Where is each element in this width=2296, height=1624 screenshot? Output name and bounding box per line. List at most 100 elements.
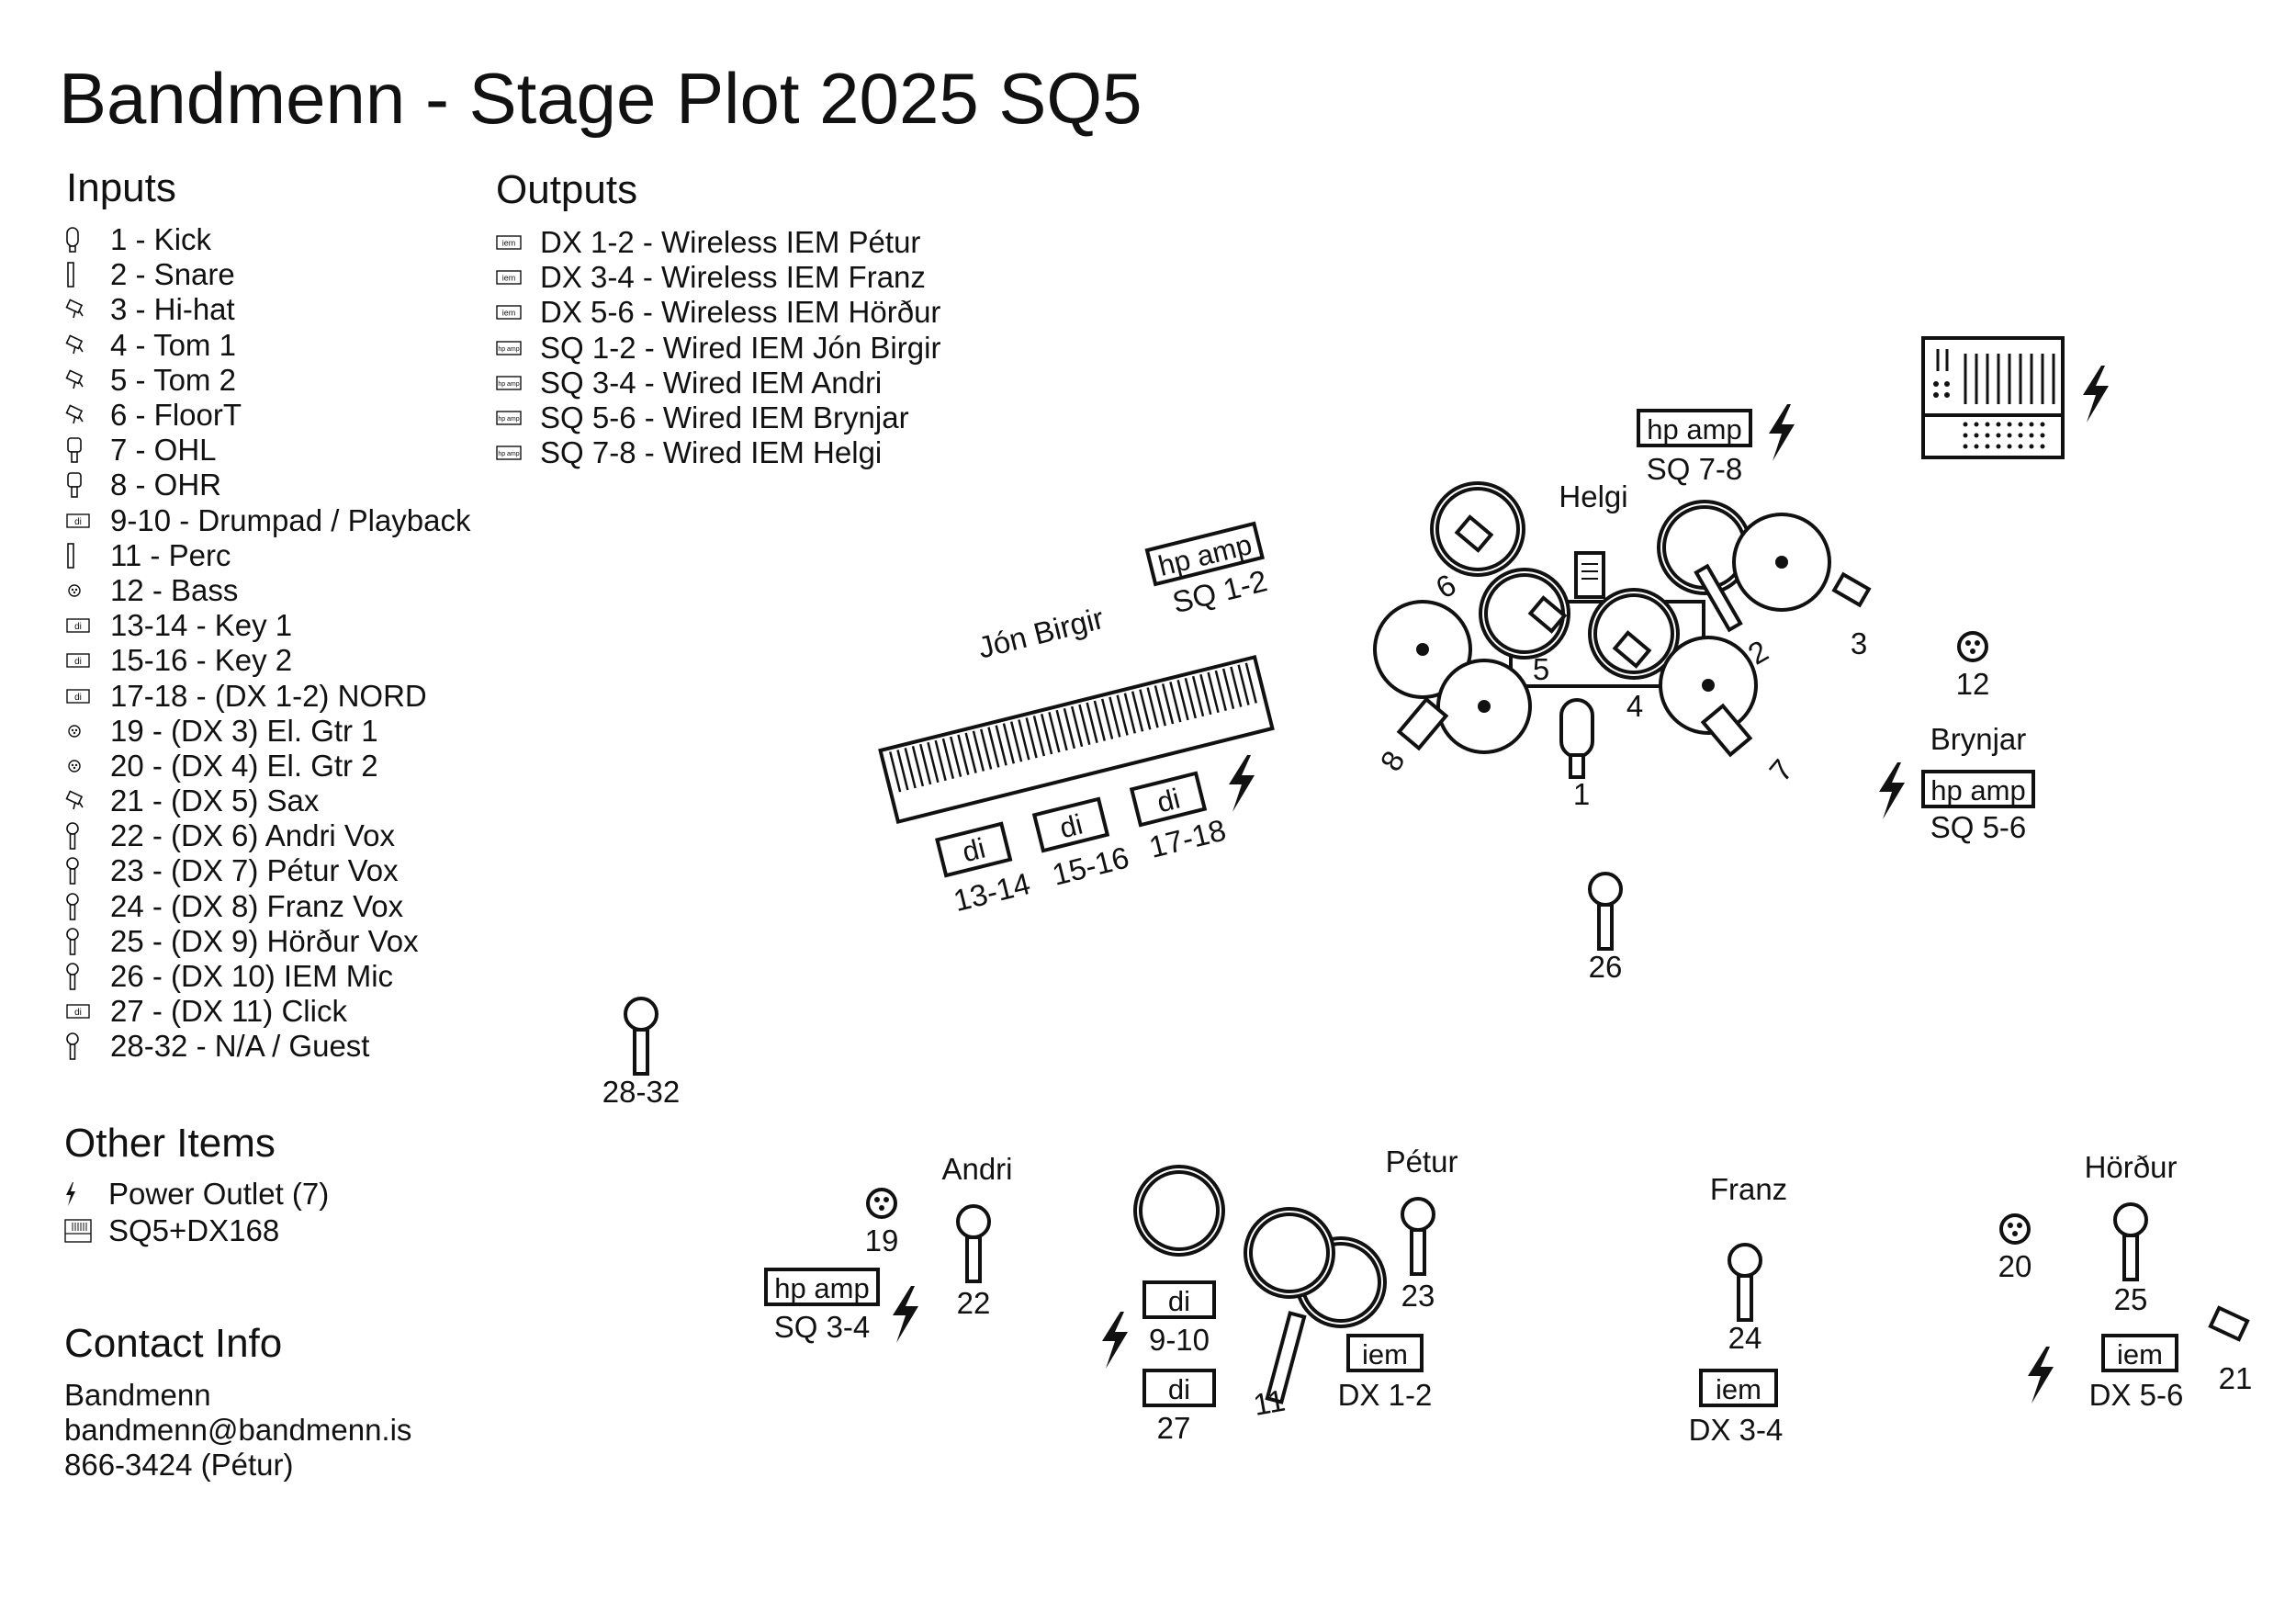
- outputs-heading: Outputs: [496, 167, 638, 212]
- input-item-label: 23 - (DX 7) Pétur Vox: [110, 853, 399, 888]
- input-item: 28-32 - N/A / Guest: [66, 1029, 471, 1064]
- svg-text:di: di: [74, 622, 82, 632]
- vocal-mic-icon: [2113, 1202, 2148, 1281]
- label-dx56: DX 5-6: [2089, 1378, 2184, 1412]
- svg-text:hp amp: hp amp: [498, 346, 519, 353]
- label-ch6: 6: [1430, 567, 1461, 604]
- di-box-icon: di: [66, 998, 110, 1025]
- hp-amp-sq34-text: hp amp: [774, 1272, 869, 1304]
- xlr-icon: [1957, 631, 1988, 662]
- input-item: 23 - (DX 7) Pétur Vox: [66, 853, 471, 888]
- vocal-mic-icon: [624, 997, 658, 1076]
- svg-text:hp amp: hp amp: [498, 381, 519, 388]
- di-box-icon: [1142, 1369, 1216, 1407]
- label-dx34: DX 3-4: [1689, 1413, 1784, 1447]
- iem-icon: iem: [496, 229, 540, 256]
- output-item: iem DX 5-6 - Wireless IEM Hörður: [496, 295, 940, 330]
- input-item-label: 5 - Tom 2: [110, 362, 236, 397]
- label-dx12: DX 1-2: [1338, 1378, 1433, 1412]
- di-box-icon: [1142, 1280, 1216, 1319]
- musician-helgi: Helgi: [1559, 479, 1627, 513]
- clip-mic-icon: [65, 332, 110, 359]
- pencil-mic-icon: [66, 261, 110, 288]
- xlr-icon: [66, 752, 110, 780]
- iem-dx12-text: iem: [1362, 1338, 1408, 1370]
- iem-dx56-text: iem: [2117, 1338, 2163, 1370]
- percussion-icon: [1244, 1207, 1387, 1404]
- condenser-mic-icon: [66, 471, 110, 499]
- input-item-label: 6 - FloorT: [110, 398, 242, 433]
- input-item-label: 22 - (DX 6) Andri Vox: [110, 818, 395, 853]
- input-item-label: 19 - (DX 3) El. Gtr 1: [110, 713, 378, 748]
- di-910-text: di: [1168, 1285, 1190, 1317]
- label-ch11: 11: [1251, 1382, 1288, 1421]
- other-item: SQ5+DX168: [64, 1212, 329, 1249]
- input-item: 6 - FloorT: [65, 398, 471, 433]
- hp-amp-icon: hp amp: [496, 404, 540, 432]
- svg-text:di: di: [74, 657, 82, 667]
- musician-jon-birgir: Jón Birgir: [974, 601, 1107, 665]
- di-box-icon: [1031, 796, 1110, 853]
- vocal-mic-icon: [66, 963, 110, 990]
- hp-amp-icon: hp amp: [496, 334, 540, 362]
- input-item: 20 - (DX 4) El. Gtr 2: [66, 749, 471, 784]
- power-icon: [891, 1284, 920, 1345]
- svg-text:hp amp: hp amp: [498, 451, 519, 457]
- label-ch23: 23: [1401, 1279, 1435, 1313]
- musician-brynjar: Brynjar: [1930, 722, 2027, 756]
- input-item: di 15-16 - Key 2: [66, 643, 471, 678]
- output-item-label: DX 5-6 - Wireless IEM Hörður: [540, 295, 941, 330]
- svg-text:iem: iem: [502, 309, 516, 318]
- input-item: 21 - (DX 5) Sax: [65, 784, 471, 818]
- vocal-mic-icon: [66, 892, 110, 920]
- xlr-icon: [66, 577, 110, 604]
- input-item: 2 - Snare: [66, 257, 471, 292]
- condenser-mic-icon: [66, 436, 110, 464]
- hp-amp-sq34-box: [764, 1268, 880, 1306]
- input-item: 11 - Perc: [66, 538, 471, 573]
- label-ch24: 24: [1728, 1321, 1762, 1355]
- power-icon: [2081, 364, 2110, 424]
- input-item-label: 26 - (DX 10) IEM Mic: [110, 959, 394, 994]
- input-item: 5 - Tom 2: [65, 362, 471, 398]
- output-item-label: SQ 5-6 - Wired IEM Brynjar: [540, 400, 909, 435]
- input-item-label: 15-16 - Key 2: [110, 643, 293, 678]
- kick-mic-icon: [66, 226, 110, 254]
- input-item-label: 21 - (DX 5) Sax: [110, 784, 320, 818]
- di-27-text: di: [1168, 1373, 1190, 1405]
- clip-mic-icon: [65, 296, 110, 323]
- input-item-label: 28-32 - N/A / Guest: [110, 1029, 370, 1064]
- xlr-icon: [866, 1188, 897, 1219]
- iem-box-icon: [2101, 1334, 2178, 1372]
- power-icon: [1227, 753, 1256, 814]
- input-item-label: 1 - Kick: [110, 222, 212, 257]
- input-item: 7 - OHL: [66, 433, 471, 468]
- input-item-label: 4 - Tom 1: [110, 327, 236, 362]
- di-box-icon: [935, 821, 1013, 878]
- input-item-label: 3 - Hi-hat: [110, 292, 235, 327]
- svg-text:di: di: [74, 517, 82, 527]
- hp-amp-sq78-text: hp amp: [1647, 413, 1741, 445]
- input-item: 8 - OHR: [66, 468, 471, 502]
- svg-text:di: di: [74, 1008, 82, 1018]
- svg-text:hp amp: hp amp: [498, 416, 519, 423]
- label-ch8: 8: [1373, 745, 1411, 776]
- label-ch1314: 13-14: [951, 866, 1034, 918]
- input-item: 4 - Tom 1: [65, 327, 471, 363]
- hp-amp-sq12-box: [1144, 521, 1265, 587]
- other-item-label: SQ5+DX168: [108, 1213, 280, 1247]
- pencil-mic-icon: [66, 542, 110, 570]
- other-item-label: Power Outlet (7): [108, 1177, 330, 1211]
- label-sq78: SQ 7-8: [1647, 452, 1743, 486]
- contact-email[interactable]: bandmenn@bandmenn.is: [64, 1413, 412, 1447]
- inputs-heading: Inputs: [66, 165, 176, 210]
- input-item-label: 11 - Perc: [110, 537, 231, 572]
- label-ch3: 3: [1851, 626, 1867, 660]
- label-ch2832: 28-32: [602, 1075, 680, 1109]
